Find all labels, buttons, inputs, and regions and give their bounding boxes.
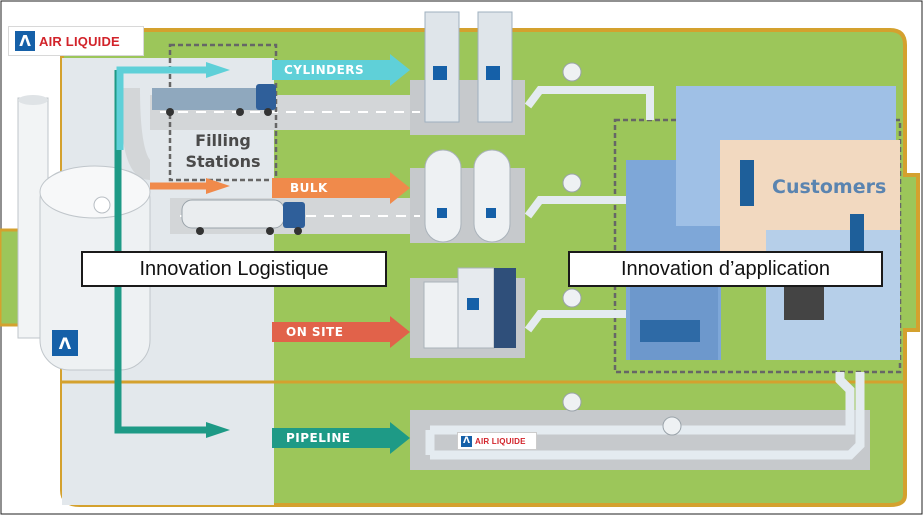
pipeline-logo: Λ AIR LIQUIDE (457, 432, 537, 450)
cylinders-rack-icon (424, 11, 513, 123)
logo-text: AIR LIQUIDE (39, 33, 120, 49)
air-liquide-logo: Λ AIR LIQUIDE (8, 26, 144, 56)
customers-label: Customers (772, 176, 887, 198)
valve-icon (562, 173, 582, 193)
on-site-unit-icon (423, 267, 516, 349)
cylinder-truck-icon (152, 84, 276, 116)
filling-stations-label: Filling Stations (170, 130, 276, 176)
pipeline-logo-text: AIR LIQUIDE (475, 436, 526, 446)
bulk-truck-icon (181, 199, 305, 235)
innovation-application-callout: Innovation d’application (568, 251, 883, 287)
bulk-arrow (272, 172, 410, 204)
filling-stations-line2: Stations (185, 152, 261, 171)
air-liquide-logo-icon: Λ (461, 435, 472, 447)
plant-logo-icon (52, 330, 78, 356)
valve-icon (562, 62, 582, 82)
valve-icon (562, 392, 582, 412)
filling-stations-line1: Filling (195, 131, 251, 150)
cylinders-label: CYLINDERS (284, 63, 365, 77)
svg-text:Λ: Λ (59, 334, 72, 353)
valve-icon (662, 416, 682, 436)
on-site-label: ON SITE (286, 325, 344, 339)
bulk-tanks-icon (424, 149, 511, 243)
pipeline-label: PIPELINE (286, 431, 351, 445)
valve-icon (562, 288, 582, 308)
pipeline-arrow (272, 422, 410, 454)
on-site-arrow (272, 316, 410, 348)
bulk-label: BULK (290, 181, 328, 195)
cylinders-arrow (272, 54, 410, 86)
air-liquide-logo-icon: Λ (15, 31, 35, 51)
innovation-logistique-callout: Innovation Logistique (81, 251, 387, 287)
